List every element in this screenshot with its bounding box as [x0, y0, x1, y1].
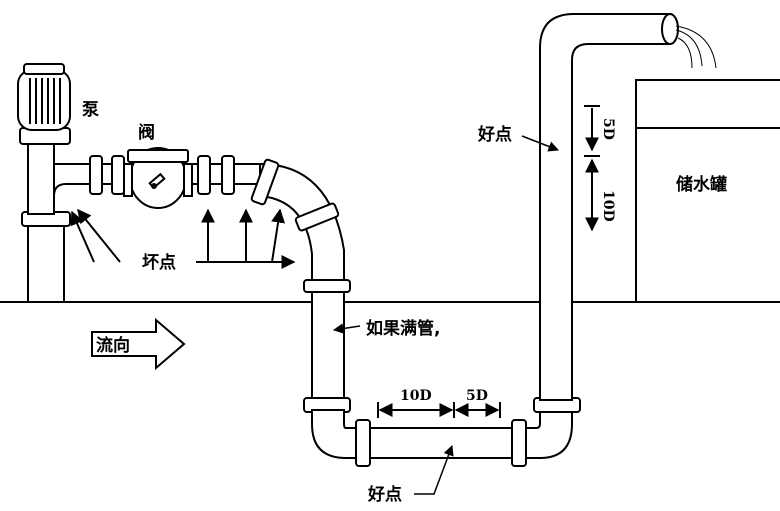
- upper-elbow: [250, 158, 345, 291]
- valve: [123, 147, 193, 209]
- good-point-bottom-pointer: [414, 445, 454, 495]
- pump-label: 泵: [82, 100, 99, 120]
- flow-direction-label: 流向: [96, 335, 130, 356]
- riser-pipe: [539, 13, 679, 401]
- storage-tank-label: 储水罐: [676, 174, 727, 195]
- horizontal-dimension-right: 5D: [466, 388, 488, 404]
- water-stream: [675, 25, 717, 69]
- bad-point-label: 坏点: [142, 252, 176, 273]
- flow-direction-arrow: 流向: [91, 317, 186, 371]
- valve-label: 阀: [138, 122, 155, 143]
- storage-tank: [635, 79, 780, 302]
- good-point-vertical-label: 好点: [477, 124, 512, 145]
- horizontal-dimension: [377, 402, 501, 418]
- bad-point-arrows: [70, 208, 296, 269]
- u-pipe: [303, 279, 581, 467]
- vertical-dimension-upper: 5D: [600, 118, 616, 140]
- horizontal-dimension-left: 10D: [400, 388, 432, 404]
- good-point-bottom-label: 好点: [367, 484, 402, 505]
- vertical-dimension-lower: 10D: [600, 190, 616, 222]
- if-full-pipe-pointer: [332, 323, 361, 334]
- good-point-vertical-pointer: [521, 135, 559, 152]
- vertical-dimension: [584, 105, 600, 232]
- if-full-pipe-label: 如果满管,: [366, 318, 440, 339]
